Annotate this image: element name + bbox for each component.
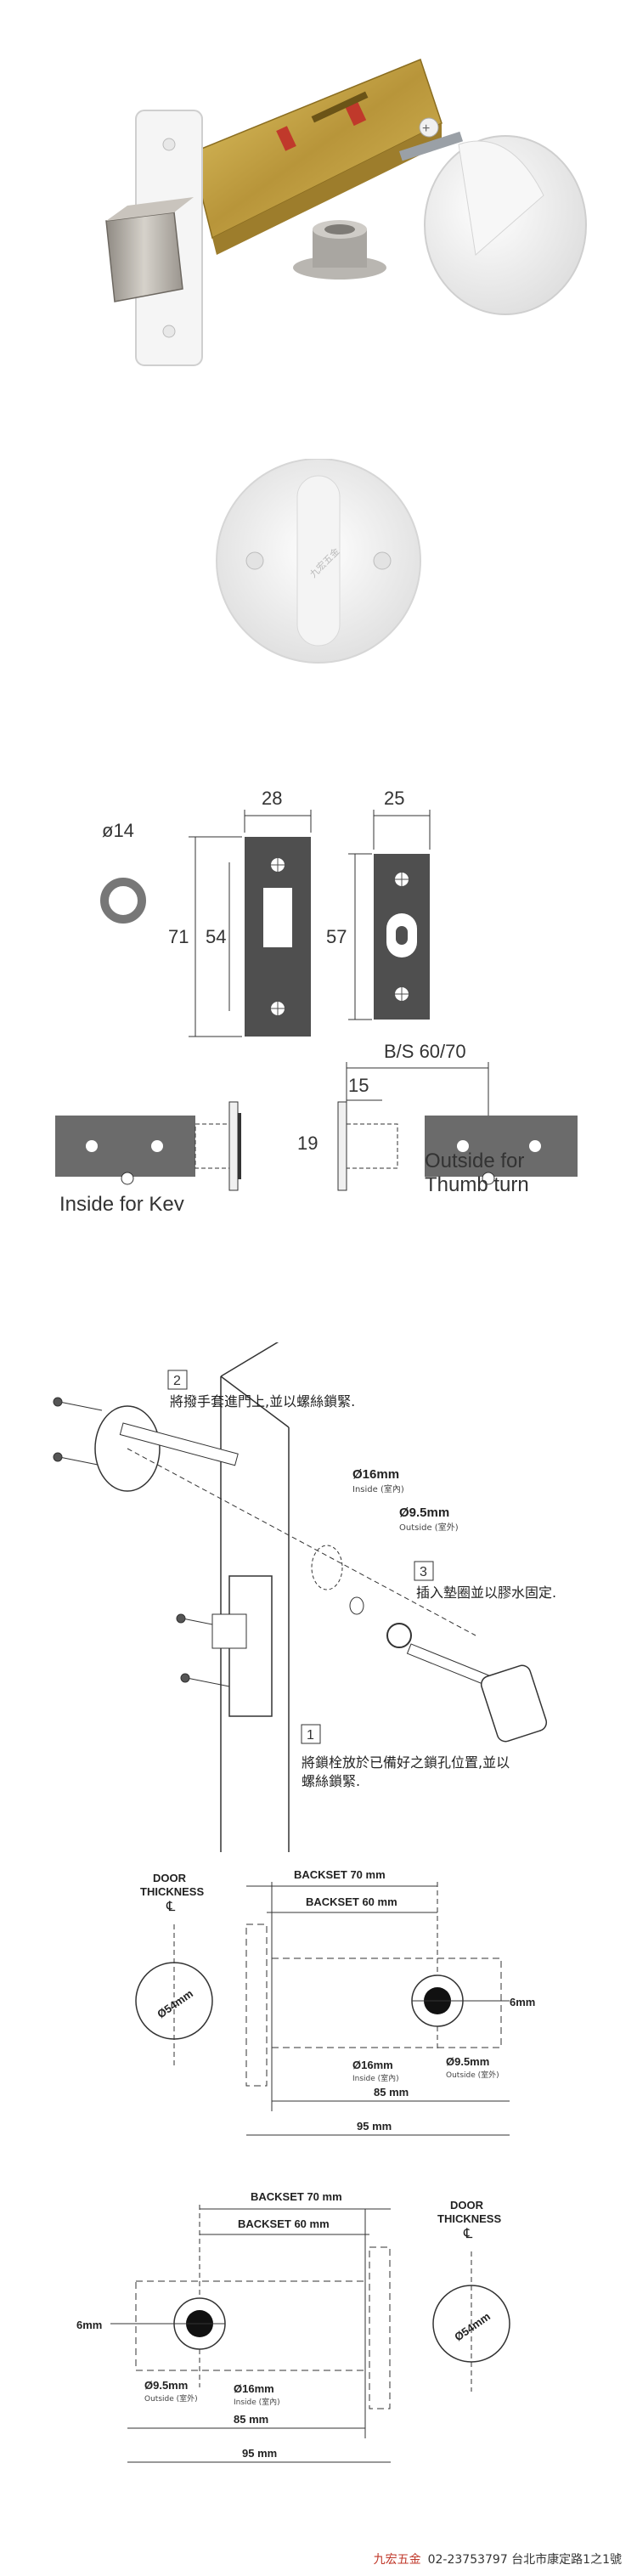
drilling-template-1: DOOR THICKNESS ℄ Ø54mm BACKSET 70 mm BAC… [135, 1868, 535, 2136]
height-54-label: 54 [206, 926, 226, 947]
deadbolt-product-illustration: + [105, 59, 587, 366]
hole95-sub-label: Outside (室外) [399, 1522, 459, 1533]
hole-diameter-label: ø14 [102, 820, 134, 841]
t1-door-label: DOOR [153, 1872, 187, 1884]
dimensions-panel: ø14 28 71 54 25 57 B/S 60/70 15 19 [0, 769, 637, 1216]
step3-number: 3 [420, 1565, 427, 1579]
t2-h95-sub: Outside (室外) [144, 2393, 198, 2404]
t2-dim95-label: 95 mm [242, 2447, 277, 2460]
t1-thickness-label: THICKNESS [140, 1885, 204, 1898]
dimension-drawing: ø14 28 71 54 25 57 B/S 60/70 15 19 [55, 788, 578, 1216]
drilling-template-2: BACKSET 70 mm BACKSET 60 mm DOOR THICKNE… [76, 2190, 510, 2463]
installation-diagram: 2 將撥手套進門上,並以螺絲鎖緊. 3 插入墊圈並以膠水固定. 1 將鎖栓放於已… [53, 1325, 629, 1852]
t1-backset60-label: BACKSET 60 mm [306, 1895, 397, 1908]
footer-bar: 九宏五金 02-23753797 台北市康定路1之1號 [0, 2542, 637, 2576]
step3-text: 插入墊圈並以膠水固定. [416, 1585, 556, 1601]
t2-h95-label: Ø9.5mm [144, 2379, 188, 2392]
rosette-panel: 九宏五金 [0, 458, 637, 731]
rosette-illustration: 九宏五金 [216, 458, 421, 664]
product-photo-panel: + [0, 0, 637, 408]
t2-dim85-label: 85 mm [234, 2413, 268, 2426]
t2-dim6-label: 6mm [76, 2319, 102, 2331]
step2-text: 將撥手套進門上,並以螺絲鎖緊. [170, 1393, 355, 1409]
hole95-label: Ø9.5mm [399, 1505, 449, 1520]
step1-number: 1 [307, 1728, 314, 1743]
step1-text-line2: 螺絲鎖緊. [302, 1773, 360, 1789]
t2-thickness-label: THICKNESS [437, 2212, 501, 2225]
t1-h16-sub: Inside (室內) [352, 2073, 399, 2083]
height-71-label: 71 [168, 926, 189, 947]
t2-h16-sub: Inside (室內) [234, 2397, 280, 2407]
t1-backset70-label: BACKSET 70 mm [294, 1868, 386, 1881]
dim-15-label: 15 [348, 1075, 369, 1096]
t2-backset70-label: BACKSET 70 mm [251, 2190, 342, 2203]
t1-dim6-label: 6mm [510, 1996, 535, 2008]
outside-thumb-label: Outside for Thumb turn [425, 1150, 529, 1197]
template-panel-2: BACKSET 70 mm BACKSET 60 mm DOOR THICKNE… [0, 2175, 637, 2489]
outside-label-line1: Outside for [425, 1150, 525, 1172]
t1-h95-label: Ø9.5mm [446, 2055, 489, 2068]
t1-h95-sub: Outside (室外) [446, 2070, 499, 2080]
left-bar [55, 1116, 195, 1177]
footer-contact: 02-23753797 台北市康定路1之1號 [427, 2553, 622, 2567]
backset-label: B/S 60/70 [384, 1041, 466, 1062]
width-25-label: 25 [384, 788, 404, 809]
step1-text-line1: 將鎖栓放於已備好之鎖孔位置,並以 [302, 1754, 510, 1771]
hole16-sub-label: Inside (室內) [352, 1483, 404, 1494]
template-panel-1: DOOR THICKNESS ℄ Ø54mm BACKSET 70 mm BAC… [0, 1848, 637, 2162]
height-57-label: 57 [326, 926, 347, 947]
latch-bolt [105, 212, 183, 302]
outside-label-line2: Thumb turn [425, 1173, 529, 1196]
t1-dim85-label: 85 mm [374, 2086, 409, 2099]
t2-centerline-symbol: ℄ [463, 2227, 473, 2241]
dim-19-label: 19 [297, 1133, 318, 1154]
footer-brand: 九宏五金 [373, 2553, 421, 2567]
t1-centerline-symbol: ℄ [166, 1900, 176, 1914]
t1-dim95-label: 95 mm [357, 2120, 392, 2133]
svg-text:+: + [422, 121, 430, 136]
t2-door-label: DOOR [450, 2199, 484, 2212]
t2-h16-label: Ø16mm [234, 2382, 274, 2395]
inside-key-label: Inside for Key [59, 1193, 184, 1211]
hole16-label: Ø16mm [352, 1467, 399, 1482]
t2-backset60-label: BACKSET 60 mm [238, 2217, 330, 2230]
step2-number: 2 [173, 1374, 181, 1388]
right-bar [425, 1116, 578, 1177]
width-28-label: 28 [262, 788, 282, 809]
installation-panel: 2 將撥手套進門上,並以螺絲鎖緊. 3 插入墊圈並以膠水固定. 1 將鎖栓放於已… [0, 1325, 637, 1852]
t1-h16-label: Ø16mm [352, 2059, 393, 2071]
